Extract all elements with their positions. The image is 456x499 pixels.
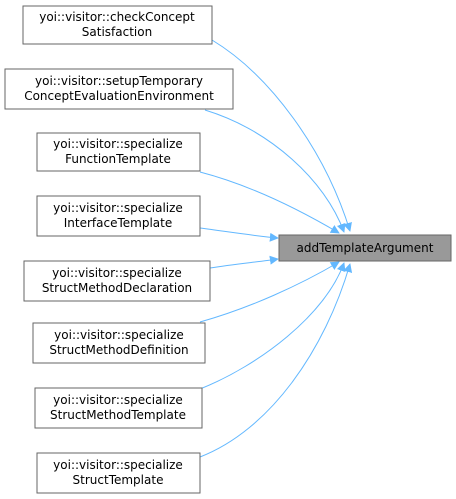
caller-node-line1: yoi::visitor::specialize: [52, 266, 182, 280]
caller-node-line1: yoi::visitor::specialize: [53, 458, 183, 472]
caller-node-line1: yoi::visitor::specialize: [53, 393, 183, 407]
caller-node-line1: yoi::visitor::checkConcept: [39, 10, 195, 24]
edge-caller-1: [204, 109, 346, 233]
caller-node[interactable]: yoi::visitor::specialize FunctionTemplat…: [36, 132, 201, 172]
edge-caller-6: [199, 262, 346, 390]
caller-node[interactable]: yoi::visitor::specialize InterfaceTempla…: [36, 195, 201, 237]
caller-node-line2: StructTemplate: [73, 473, 164, 487]
caller-node-line2: FunctionTemplate: [65, 152, 171, 166]
edge-caller-7: [199, 263, 353, 458]
caller-node-line2: StructMethodDeclaration: [42, 281, 192, 295]
edge-caller-4: [209, 255, 279, 269]
caller-node[interactable]: yoi::visitor::specialize StructMethodDef…: [32, 322, 206, 364]
target-node-label: addTemplateArgument: [297, 241, 434, 255]
edge-caller-5: [199, 261, 340, 323]
caller-node-line1: yoi::visitor::specialize: [53, 201, 183, 215]
target-node[interactable]: addTemplateArgument: [278, 234, 452, 262]
caller-node[interactable]: yoi::visitor::specialize StructTemplate: [36, 452, 201, 494]
caller-node-line2: StructMethodTemplate: [50, 408, 186, 422]
caller-node[interactable]: yoi::visitor::checkConcept Satisfaction: [22, 5, 213, 45]
caller-node-line2: StructMethodDefinition: [49, 343, 188, 357]
call-edges: [199, 39, 353, 458]
edge-caller-0: [211, 39, 352, 232]
caller-node-line1: yoi::visitor::specialize: [54, 328, 184, 342]
edge-caller-3: [199, 227, 279, 242]
caller-node[interactable]: yoi::visitor::specialize StructMethodDec…: [23, 260, 211, 302]
caller-node-line2: Satisfaction: [82, 25, 152, 39]
caller-node[interactable]: yoi::visitor::setupTemporary ConceptEval…: [4, 68, 234, 110]
caller-node[interactable]: yoi::visitor::specialize StructMethodTem…: [34, 387, 203, 429]
caller-node-line1: yoi::visitor::specialize: [53, 137, 183, 151]
caller-node-line2: InterfaceTemplate: [64, 216, 172, 230]
caller-node-line1: yoi::visitor::setupTemporary: [35, 74, 203, 88]
edge-caller-2: [199, 171, 340, 234]
caller-node-line2: ConceptEvaluationEnvironment: [24, 89, 214, 103]
